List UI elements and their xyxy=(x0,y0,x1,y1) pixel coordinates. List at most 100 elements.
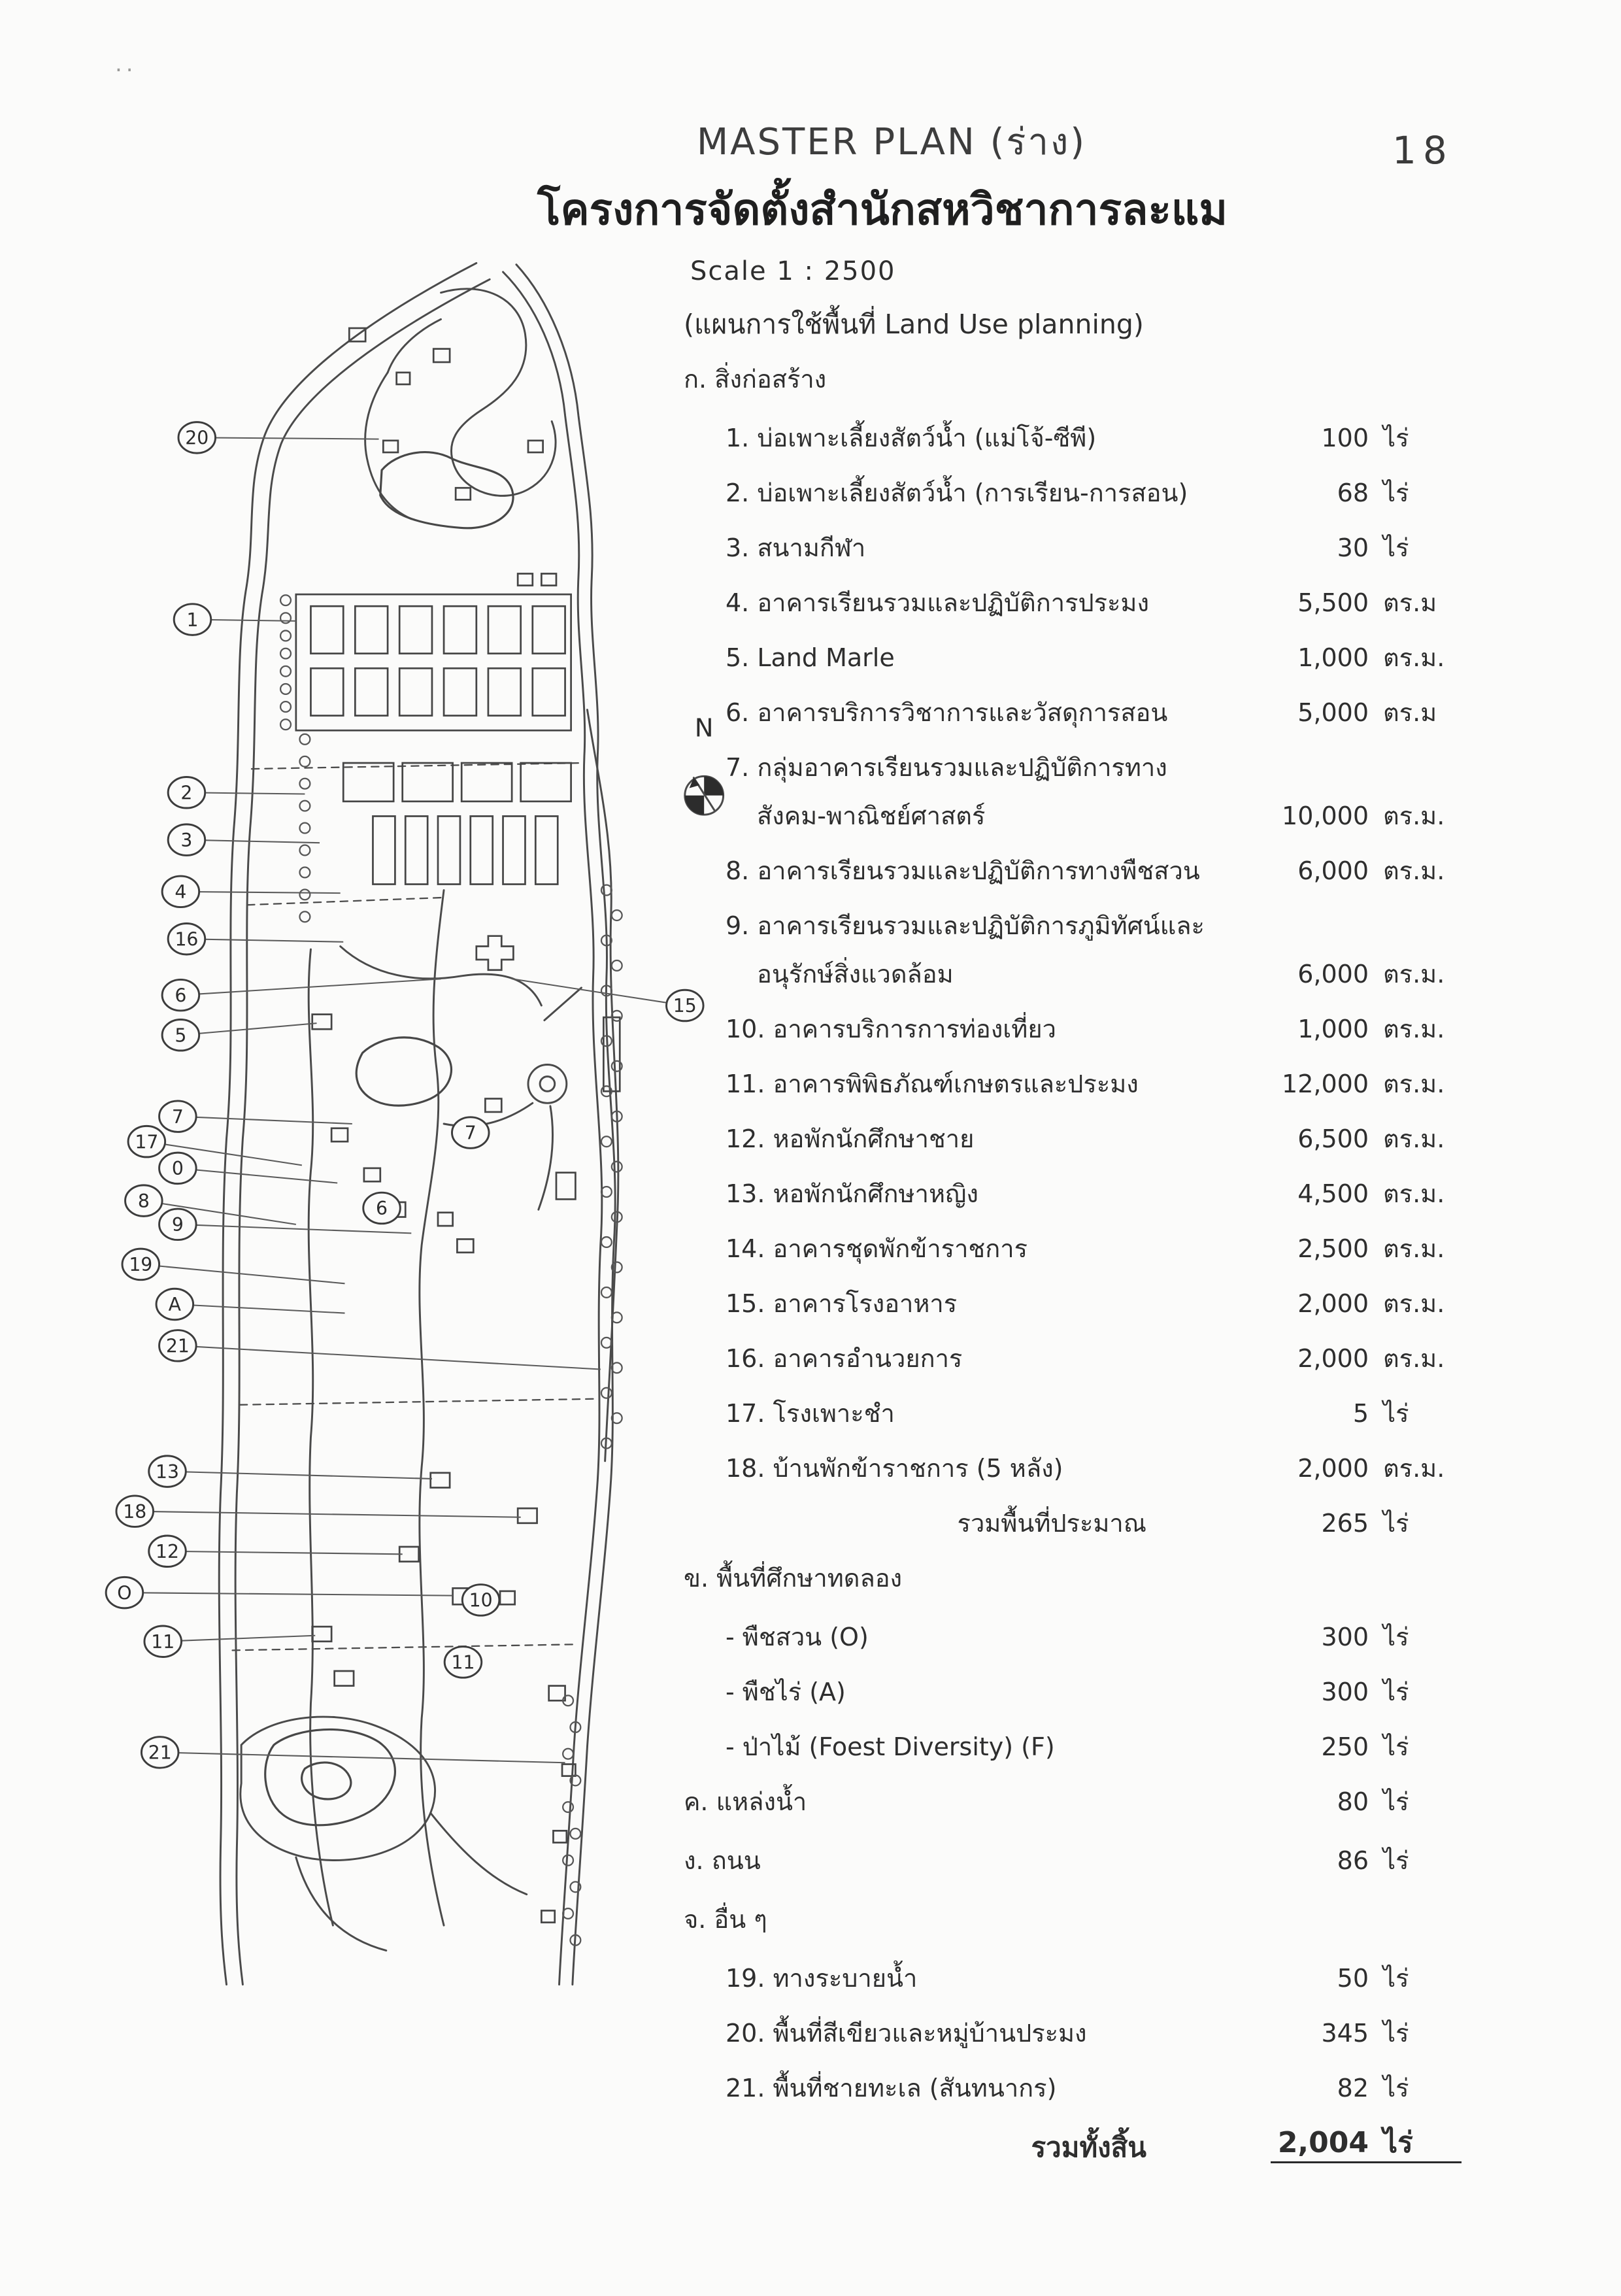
map-marker-label: 3 xyxy=(180,830,192,851)
tree-icon xyxy=(299,844,311,856)
tree-icon xyxy=(299,866,311,879)
legend-item-label-line1: 9. อาคารเรียนรวมและปฏิบัติการภูมิทัศน์แล… xyxy=(726,911,1205,940)
legend-item-unit: ไร่ xyxy=(1383,424,1409,452)
tree-icon xyxy=(279,594,292,607)
marker-leader-line xyxy=(177,1115,352,1125)
tree-icon xyxy=(279,665,292,677)
map-marker-label: 11 xyxy=(451,1652,475,1674)
legend-item-unit: ไร่ xyxy=(1383,2074,1409,2102)
legend-item-value: 30 xyxy=(1337,533,1369,562)
map-marker xyxy=(155,1287,195,1321)
legend-item-label-line1: 1. บ่อเพาะเลี้ยงสัตว์น้ำ (แม่โจ้-ซีพี) xyxy=(726,424,1097,452)
section-heading-label: ง. ถนน xyxy=(684,1846,761,1875)
tree-icon xyxy=(279,718,292,731)
map-marker xyxy=(121,1247,161,1281)
map-roads xyxy=(218,262,620,1986)
legend-item-label: 7. กลุ่มอาคารเรียนรวมและปฏิบัติการทางสัง… xyxy=(684,752,1271,832)
legend-item-label-line1: 21. พื้นที่ชายทะเล (สันทนากร) xyxy=(726,2074,1057,2102)
legend-item-label-line1: 4. อาคารเรียนรวมและปฏิบัติการประมง xyxy=(726,588,1150,617)
legend-item-label-line1: - ป่าไม้ (Foest Diversity) (F) xyxy=(726,1732,1055,1761)
page-number: 18 xyxy=(1392,128,1454,173)
legend-item-value: 2,000 xyxy=(1297,1454,1369,1483)
map-marker-label: 17 xyxy=(135,1131,158,1153)
legend-item-label: - พืชไร่ (A) xyxy=(684,1676,1271,1708)
marker-leader-line xyxy=(177,1223,412,1234)
legend-item-unit: ไร่ xyxy=(1383,1732,1409,1761)
legend-item-value: 5,500 xyxy=(1297,588,1369,617)
map-marker-label: 6 xyxy=(376,1198,388,1219)
marker-leader-line xyxy=(180,978,441,996)
map-marker xyxy=(105,1576,144,1610)
legend-item-label-line1: 14. อาคารชุดพักข้าราชการ xyxy=(726,1234,1028,1263)
page-title-th: โครงการจัดตั้งสำนักสหวิชาการละแม xyxy=(537,184,1228,235)
legend-item-value: 300 xyxy=(1321,1623,1369,1651)
legend-item-value: 100 xyxy=(1321,424,1369,452)
map-marker-label: 21 xyxy=(148,1742,172,1764)
legend-item-label: 5. Land Marle xyxy=(684,642,1271,673)
map-marker xyxy=(177,421,217,454)
tree-icon xyxy=(610,1211,623,1223)
legend-item-label-line1: 6. อาคารบริการวิชาการและวัสดุการสอน xyxy=(726,698,1168,727)
marker-leader-line xyxy=(167,1550,403,1555)
legend-item-label: 18. บ้านพักข้าราชการ (5 หลัง) xyxy=(684,1453,1271,1484)
tree-icon xyxy=(600,1085,612,1098)
compass-north: N xyxy=(684,713,725,816)
legend-item-unit: ตร.ม. xyxy=(1383,1179,1445,1208)
legend-item-value: 1,000 xyxy=(1297,643,1369,672)
map-trees xyxy=(279,594,623,1946)
tree-icon xyxy=(299,822,311,834)
tree-icon xyxy=(600,1035,612,1047)
legend-item-unit: ไร่ xyxy=(1383,479,1409,507)
map-marker-label: 0 xyxy=(172,1158,184,1179)
legend-item-value: 6,500 xyxy=(1297,1124,1369,1153)
legend-item-label-line1: 15. อาคารโรงอาหาร xyxy=(726,1289,958,1318)
map-marker-label: 10 xyxy=(469,1590,493,1612)
tree-icon xyxy=(279,647,292,660)
legend-item-label: 8. อาคารเรียนรวมและปฏิบัติการทางพืชสวน xyxy=(684,855,1271,886)
marker-leader-line xyxy=(180,1022,317,1036)
map-marker xyxy=(158,1329,197,1362)
map-marker-label: 18 xyxy=(123,1501,146,1523)
map-marker-label: 1 xyxy=(186,609,198,631)
tree-icon xyxy=(299,777,311,790)
map-marker xyxy=(115,1494,155,1528)
legend-item-unit: ตร.ม. xyxy=(1383,1454,1445,1483)
summary-value: 265 xyxy=(1321,1509,1369,1538)
map-marker-label: 15 xyxy=(673,995,697,1017)
tree-icon xyxy=(600,1136,612,1148)
legend-item-value: 5 xyxy=(1352,1399,1369,1428)
legend-item-unit: ตร.ม. xyxy=(1383,1015,1445,1043)
section-heading-label: จ. อื่น ๆ xyxy=(684,1905,767,1934)
tree-icon xyxy=(600,1286,612,1298)
tree-icon xyxy=(600,884,612,896)
tree-icon xyxy=(299,733,311,745)
tree-icon xyxy=(600,1186,612,1198)
legend-item-unit: ไร่ xyxy=(1383,1623,1409,1651)
tree-icon xyxy=(610,1362,623,1374)
map-marker-label: 5 xyxy=(175,1024,186,1046)
tree-icon xyxy=(600,1387,612,1399)
map-marker xyxy=(158,1151,197,1185)
tree-icon xyxy=(279,630,292,642)
map-marker-label: A xyxy=(169,1294,182,1315)
marker-leader-line xyxy=(180,890,341,894)
map-marker-label: 8 xyxy=(138,1190,150,1212)
tree-icon xyxy=(610,1060,623,1072)
marker-leader-line xyxy=(143,1200,296,1225)
legend-item-unit: ตร.ม. xyxy=(1383,1070,1445,1098)
legend-item-unit: ไร่ xyxy=(1383,1964,1409,1993)
tree-icon xyxy=(562,1854,575,1866)
